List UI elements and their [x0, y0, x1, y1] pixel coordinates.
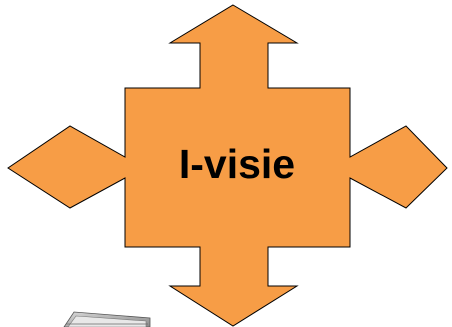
- center-label: I-visie: [179, 141, 295, 187]
- document-stack-icon: [63, 311, 151, 327]
- four-way-arrow-shape: [7, 4, 448, 327]
